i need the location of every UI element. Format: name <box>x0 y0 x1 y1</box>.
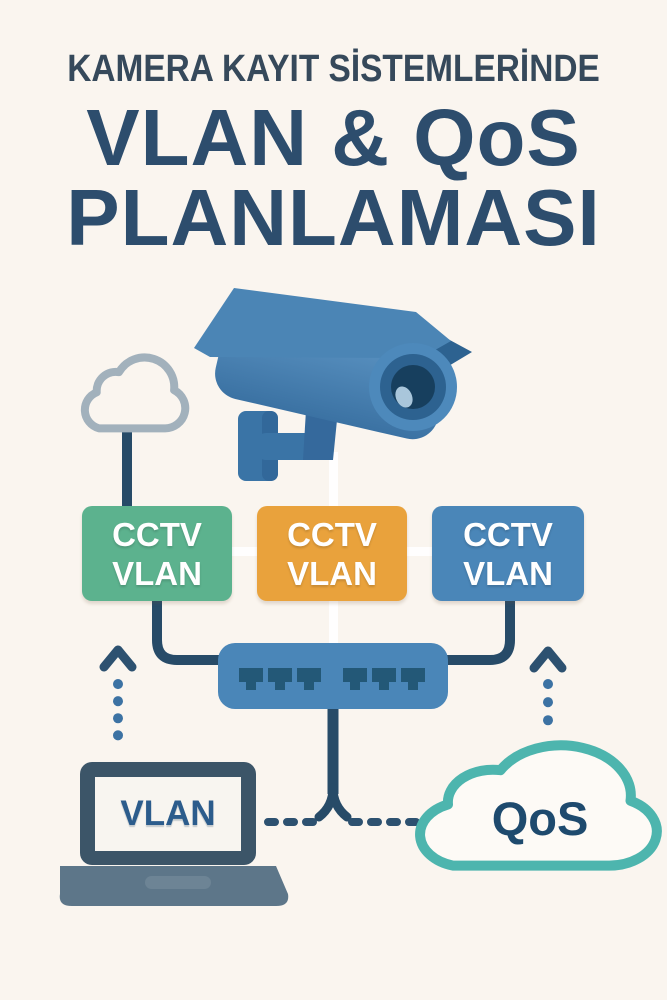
network-switch-icon <box>218 643 448 709</box>
box-label-line2: VLAN <box>287 554 377 592</box>
dotted-arrow-right <box>529 646 567 743</box>
box-label-line2: VLAN <box>112 554 202 592</box>
box-label-line1: CCTV <box>287 515 377 553</box>
qos-cloud-label: QoS <box>491 791 589 845</box>
laptop-icon <box>59 762 289 906</box>
poster-title-line1: VLAN & QoS <box>86 93 581 182</box>
box-label-line1: CCTV <box>112 515 202 553</box>
connector-fork <box>314 783 352 822</box>
switch-ports <box>239 668 425 690</box>
poster-title-line2: PLANLAMASI <box>66 173 601 262</box>
solid-connector-lines <box>122 420 515 794</box>
cctv-vlan-box-orange: CCTV VLAN <box>257 506 407 601</box>
cloud-icon <box>85 357 185 428</box>
dotted-arrow-left <box>99 645 137 757</box>
poster-kicker: KAMERA KAYIT SİSTEMLERİNDE <box>67 48 600 90</box>
cctv-vlan-box-blue: CCTV VLAN <box>432 506 584 601</box>
box-label-line1: CCTV <box>463 515 553 553</box>
cctv-camera-icon <box>194 288 472 481</box>
laptop-screen-label: VLAN <box>120 794 216 833</box>
cctv-vlan-box-green: CCTV VLAN <box>82 506 232 601</box>
qos-cloud-icon <box>420 745 657 865</box>
box-label-line2: VLAN <box>463 554 553 592</box>
